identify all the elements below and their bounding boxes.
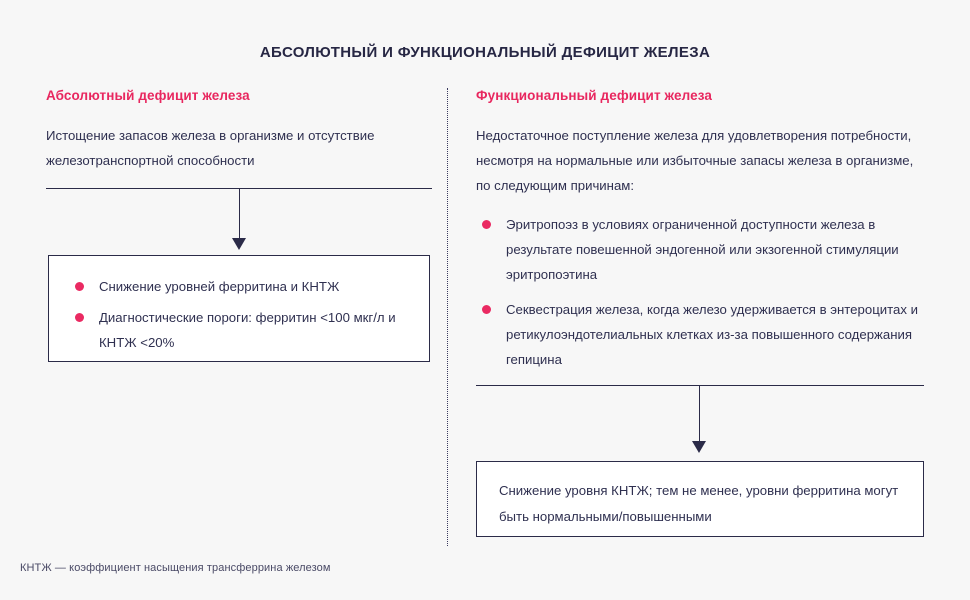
right-arrow-head-icon <box>692 441 706 453</box>
list-item: Секвестрация железа, когда железо удержи… <box>476 297 924 372</box>
bullet-dot-icon <box>482 305 491 314</box>
left-outcome-box: Снижение уровней ферритина и КНТЖ Диагно… <box>48 255 430 362</box>
right-column-bullet-list: Эритропоэз в условиях ограниченной досту… <box>476 212 924 372</box>
right-column: Функциональный дефицит железа Недостаточ… <box>476 88 924 372</box>
right-outcome-text: Снижение уровня КНТЖ; тем не менее, уров… <box>499 483 899 524</box>
list-item: Диагностические пороги: ферритин <100 мк… <box>61 305 409 355</box>
right-column-heading: Функциональный дефицит железа <box>476 88 712 103</box>
list-item-label: Диагностические пороги: ферритин <100 мк… <box>99 310 396 350</box>
right-divider-line <box>476 385 924 386</box>
list-item: Снижение уровней ферритина и КНТЖ <box>61 274 409 299</box>
right-column-intro: Недостаточное поступление железа для удо… <box>476 128 914 193</box>
right-outcome-box: Снижение уровня КНТЖ; тем не менее, уров… <box>476 461 924 537</box>
left-column-heading: Абсолютный дефицит железа <box>46 88 250 103</box>
footnote: КНТЖ — коэффициент насыщения трансферрин… <box>20 562 331 574</box>
list-item-label: Снижение уровней ферритина и КНТЖ <box>99 279 340 294</box>
list-item-label: Секвестрация железа, когда железо удержи… <box>506 302 918 367</box>
left-arrow-stem <box>239 188 240 240</box>
list-item-label: Эритропоэз в условиях ограниченной досту… <box>506 217 899 282</box>
left-column: Абсолютный дефицит железа Истощение запа… <box>46 88 432 173</box>
list-item: Эритропоэз в условиях ограниченной досту… <box>476 212 924 287</box>
left-column-intro: Истощение запасов железа в организме и о… <box>46 128 375 168</box>
bullet-dot-icon <box>75 282 84 291</box>
left-outcome-bullet-list: Снижение уровней ферритина и КНТЖ Диагно… <box>61 274 409 355</box>
page-title: АБСОЛЮТНЫЙ И ФУНКЦИОНАЛЬНЫЙ ДЕФИЦИТ ЖЕЛЕ… <box>259 44 711 61</box>
right-arrow-stem <box>699 385 700 443</box>
left-arrow-head-icon <box>232 238 246 250</box>
bullet-dot-icon <box>482 220 491 229</box>
bullet-dot-icon <box>75 313 84 322</box>
column-divider <box>447 88 448 546</box>
